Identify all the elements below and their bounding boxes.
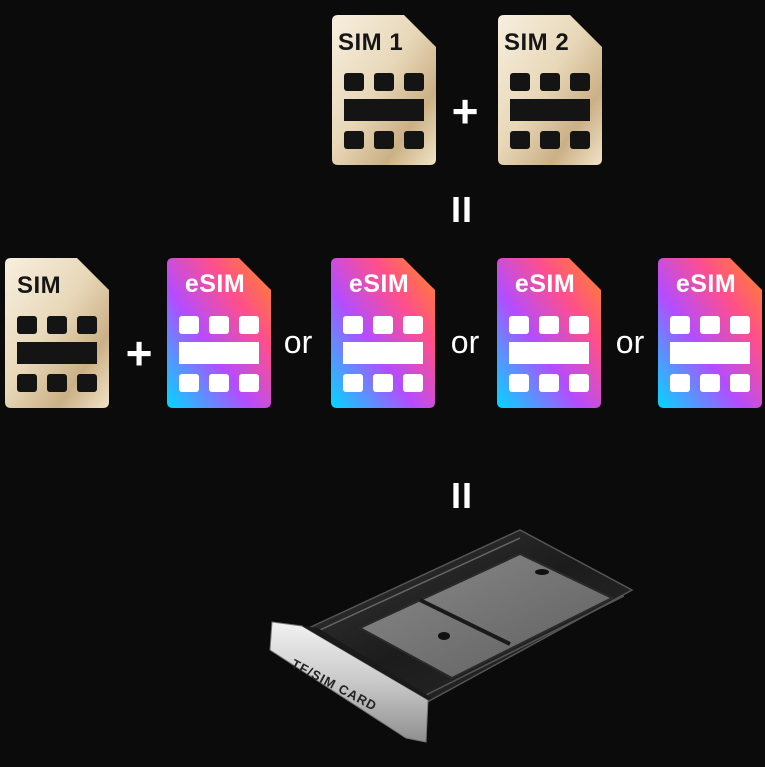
esim-label-3: eSIM [514, 270, 576, 298]
or-label-2: or [450, 324, 480, 360]
plus-sign-top: + [451, 85, 479, 137]
sim2-card-icon: SIM 2 [498, 15, 602, 165]
or-label-1: or [283, 324, 313, 360]
plus-sign-middle: + [125, 327, 153, 379]
or-label-3: or [615, 324, 645, 360]
esim-card-icon-4: eSIM [658, 258, 762, 408]
sim-card-icon: SIM [5, 258, 109, 408]
esim-card-icon-2: eSIM [331, 258, 435, 408]
sim1-card-icon: SIM 1 [332, 15, 436, 165]
esim-label-1: eSIM [184, 270, 246, 298]
sim-tray-icon [269, 529, 634, 743]
esim-card-icon-1: eSIM [167, 258, 271, 408]
equals-sign-1: II [450, 189, 473, 230]
equals-sign-2: II [450, 475, 473, 516]
esim-card-icon-3: eSIM [497, 258, 601, 408]
sim-label: SIM [17, 272, 62, 299]
sim1-label: SIM 1 [338, 29, 404, 56]
esim-label-4: eSIM [675, 270, 737, 298]
esim-label-2: eSIM [348, 270, 410, 298]
sim2-label: SIM 2 [504, 29, 570, 56]
